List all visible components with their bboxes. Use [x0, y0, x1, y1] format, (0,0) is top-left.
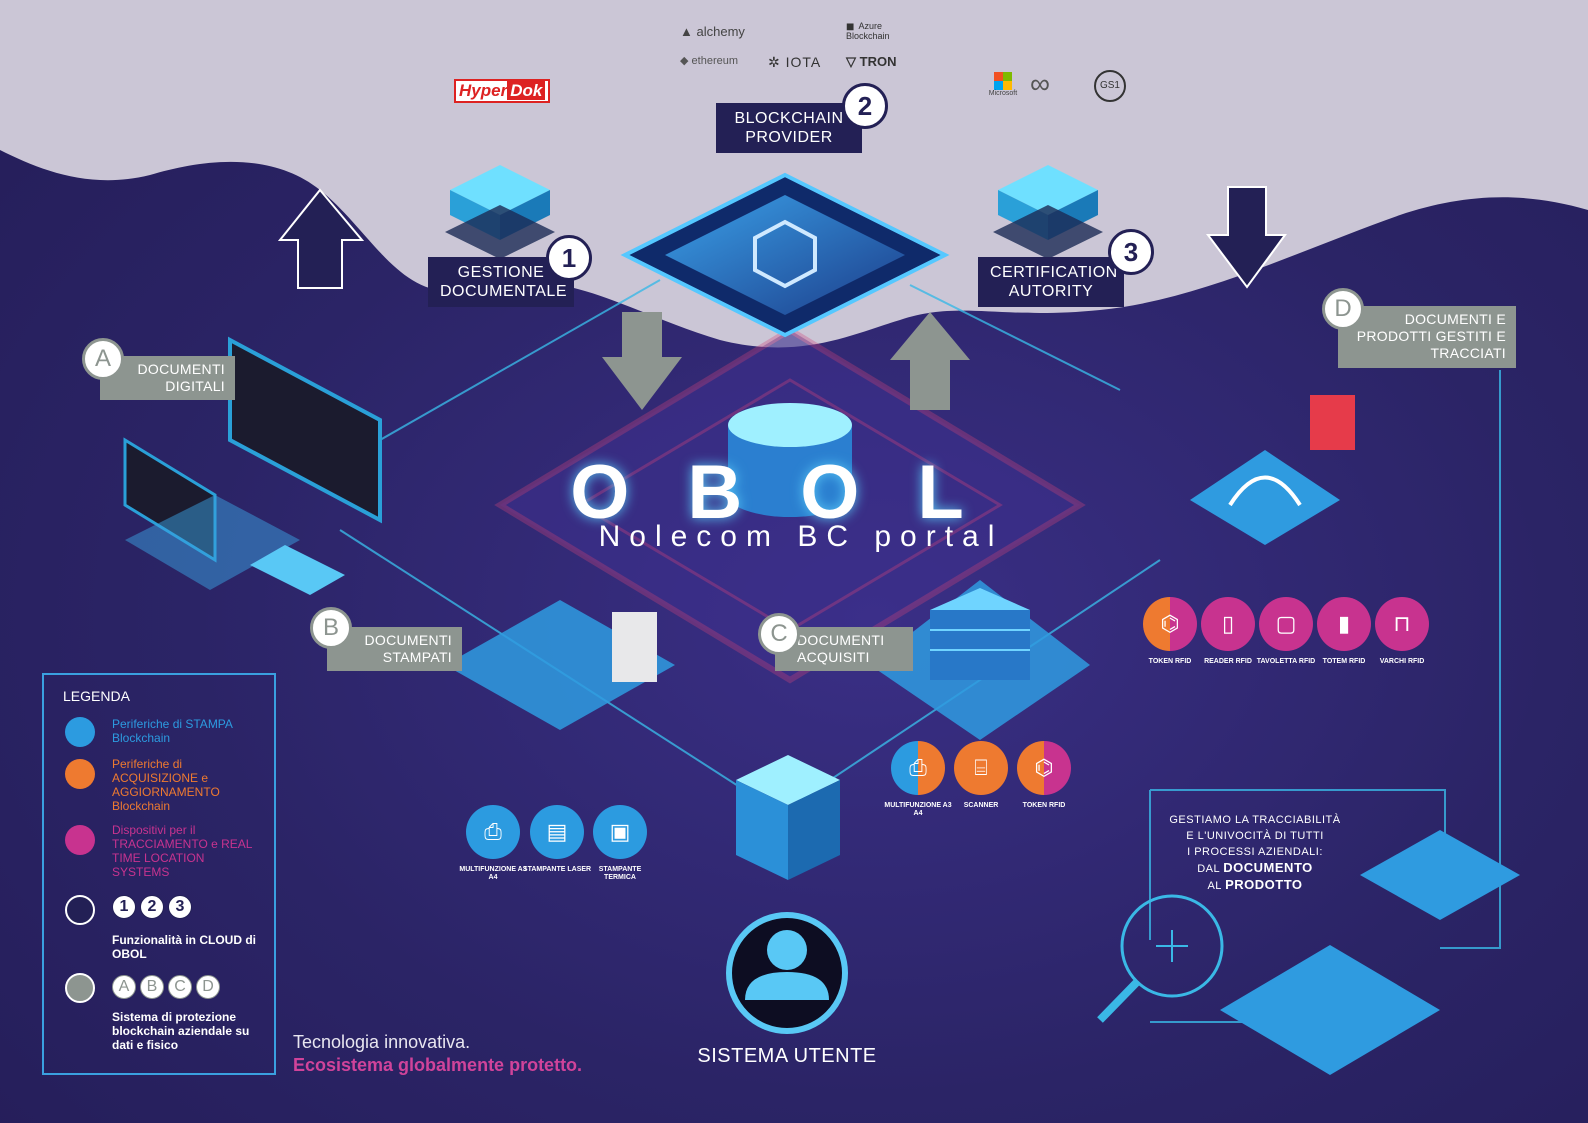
number-3-badge: 3 [1108, 229, 1154, 275]
factory-platform [1190, 450, 1340, 545]
rfid-totem-icon: ▮ [1317, 597, 1371, 651]
magnifier-art [1120, 894, 1224, 998]
legend-box: LEGENDA Periferiche di STAMPA Blockchain… [42, 673, 276, 1075]
rfid-tag-icon: ⌬ [1143, 597, 1197, 651]
computer-art [123, 336, 382, 595]
arrow-up-center [890, 312, 970, 410]
certification-autority-label: CERTIFICATION AUTORITY [978, 257, 1124, 307]
tron-logo: ▽ TRON [846, 54, 897, 69]
obol-brand: OBOL [570, 450, 1022, 535]
device-b-1-caption: MULTIFUNZIONE A3 A4 [459, 866, 527, 881]
tracking-text: GESTIAMO LA TRACCIABILITÀ E L'UNIVOCITÀ … [1169, 814, 1341, 892]
ethereum-logo: ◆ ethereum [680, 55, 739, 67]
rfid-tag-icon: ⌬ [1017, 741, 1071, 795]
cloud-shape [0, 0, 1588, 348]
data-cube-art [736, 755, 840, 880]
sistema-utente-label: SISTEMA UTENTE [697, 1045, 877, 1067]
device-c-2-caption: SCANNER [963, 802, 999, 809]
microsoft-logo: Microsoft [983, 72, 1023, 97]
certification-chip-art [993, 165, 1103, 259]
gs1-logo: GS1 [1094, 70, 1126, 102]
tagline-line1: Tecnologia innovativa. [293, 1032, 471, 1052]
legend-magenta-dot [65, 825, 95, 855]
rfid-tablet-icon: ▢ [1259, 597, 1313, 651]
tagline-line2: Ecosistema globalmente protetto. [293, 1055, 583, 1075]
gestione-chip-art [445, 165, 555, 259]
arrow-down-right [1206, 186, 1287, 289]
number-1-badge: 1 [546, 235, 592, 281]
rfid-gate-icon: ⊓ [1375, 597, 1429, 651]
device-b-3-caption: STAMPANTE TERMICA [598, 866, 642, 881]
letter-a-badge: A [82, 338, 124, 380]
legend-protect-text: Sistema di protezione blockchain azienda… [112, 1010, 250, 1052]
tracking-platform-top [1360, 830, 1520, 920]
letter-d-badge: D [1322, 288, 1364, 330]
legend-title: LEGENDA [63, 688, 130, 704]
device-d-5-caption: VARCHI RFID [1379, 658, 1425, 665]
printer-icon: ⎙ [466, 805, 520, 859]
legend-navy-dot [65, 895, 95, 925]
number-2-badge: 2 [842, 83, 888, 129]
blockchain-provider-label: BLOCKCHAIN PROVIDER [716, 103, 862, 153]
infinity-icon: ∞ [1030, 68, 1050, 99]
scanner-icon: ⌸ [954, 741, 1008, 795]
legend-cloud-text: Funzionalità in CLOUD di OBOL [112, 933, 256, 961]
thermal-printer-icon: ▣ [593, 805, 647, 859]
iota-logo: ✲ IOTA [768, 54, 822, 70]
printer-icon: ⎙ [891, 741, 945, 795]
device-d-2-caption: READER RFID [1204, 658, 1252, 665]
alchemy-logo: ▲ alchemy [680, 24, 745, 39]
documenti-prodotti-label: DOCUMENTI E PRODOTTI GESTITI E TRACCIATI [1338, 306, 1516, 368]
azure-logo: ■Azure Blockchain [846, 18, 890, 41]
documenti-acquisiti-label: DOCUMENTI ACQUISITI [775, 627, 913, 671]
arrow-down-center [602, 312, 682, 410]
server-stack-art [930, 588, 1030, 680]
tracking-platform-bottom [1220, 945, 1440, 1075]
legend-gray-dot [65, 973, 95, 1003]
laser-printer-icon: ▤ [530, 805, 584, 859]
brand-subtitle: Nolecom BC portal [598, 520, 1004, 553]
device-d-4-caption: TOTEM RFID [1322, 658, 1366, 665]
device-c-3-caption: TOKEN RFID [1022, 802, 1066, 809]
letter-b-badge: B [310, 607, 352, 649]
letter-c-badge: C [758, 613, 800, 655]
arrow-up-left [277, 188, 365, 289]
microsoft-icon [994, 72, 1012, 90]
legend-blue-text: Periferiche di STAMPA Blockchain [112, 717, 233, 745]
legend-blue-dot [65, 717, 95, 747]
device-b-2-caption: STAMPANTE LASER [522, 866, 592, 873]
legend-magenta-text: Dispositivi per il TRACCIAMENTO e REAL T… [112, 823, 253, 879]
device-d-3-caption: TAVOLETTA RFID [1256, 658, 1316, 665]
device-c-1-caption: MULTIFUNZIONE A3 A4 [884, 802, 952, 817]
legend-orange-dot [65, 759, 95, 789]
rfid-reader-icon: ▯ [1201, 597, 1255, 651]
documenti-digitali-label: DOCUMENTI DIGITALI [100, 356, 235, 400]
device-d-1-caption: TOKEN RFID [1148, 658, 1192, 665]
legend-orange-text: Periferiche di ACQUISIZIONE e AGGIORNAME… [112, 757, 220, 813]
